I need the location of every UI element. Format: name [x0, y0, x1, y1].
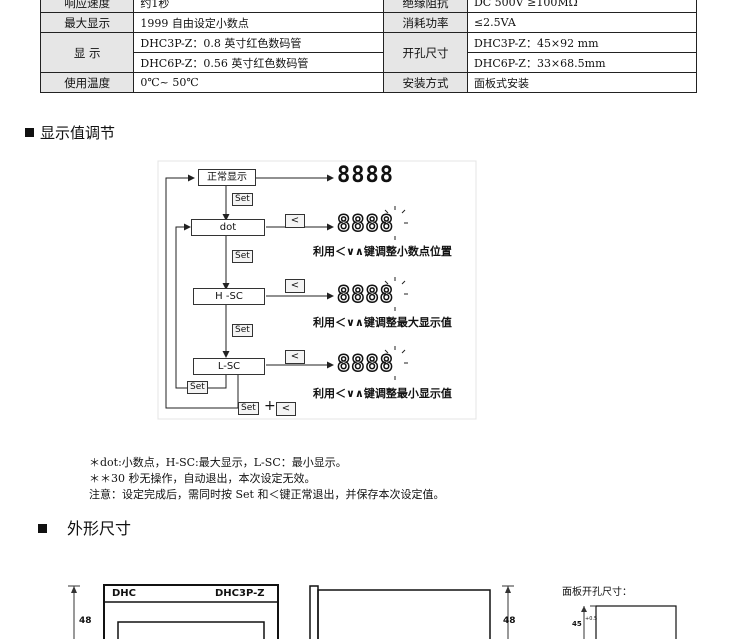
table-row: 显 示 DHC3P-Z：0.8 英寸红色数码管 开孔尺寸 DHC3P-Z：45×… — [39, 32, 698, 73]
set-key: Set — [238, 402, 259, 415]
spec-value: DHC3P-Z：45×92 mm — [466, 32, 698, 53]
seven-seg-display-blink: 8888 — [336, 282, 394, 309]
spec-value: ≤2.5VA — [466, 12, 698, 33]
set-key: Set — [232, 193, 253, 206]
spec-value: DC 500V ≥100MΩ — [466, 0, 698, 13]
spec-label: 绝缘阻抗 — [383, 0, 468, 13]
dot-box: dot — [191, 219, 265, 236]
table-row: DHC6P-Z：0.56 英寸红色数码管 DHC6P-Z：33×68.5mm — [41, 52, 698, 73]
normal-display-box: 正常显示 — [198, 169, 256, 186]
dimension-drawings — [68, 584, 677, 639]
square-bullet-icon — [25, 128, 34, 137]
panel-cut-label: 面板开孔尺寸： — [562, 587, 632, 598]
spec-value: DHC3P-Z：0.8 英寸红色数码管 — [133, 32, 385, 53]
square-bullet-icon — [38, 524, 47, 533]
spec-value: 1999 自由设定小数点 — [133, 12, 385, 33]
section-title-text: 显示值调节 — [40, 124, 116, 142]
spec-value: 约1秒 — [133, 0, 385, 13]
brand-label: DHC — [112, 588, 137, 599]
set-key: Set — [232, 250, 253, 263]
table-row: 使用温度 0℃~ 50℃ 安装方式 面板式安装 — [39, 72, 698, 93]
left-key: < — [285, 350, 305, 364]
seven-seg-display: 8888 — [337, 163, 394, 188]
spec-value: 面板式安装 — [466, 72, 698, 93]
section-title-text: 外形尺寸 — [67, 519, 132, 538]
spec-label: 使用温度 — [39, 72, 135, 93]
set-key: Set — [232, 324, 253, 337]
blink-rays-icon — [382, 346, 408, 380]
spec-value: DHC6P-Z：33×68.5mm — [466, 52, 698, 73]
spec-label: 安装方式 — [383, 72, 468, 93]
table-row: 最大显示 1999 自由设定小数点 消耗功率 ≤2.5VA — [39, 12, 698, 33]
section-title-dimensions: 外形尺寸 — [38, 515, 131, 539]
spec-table: 响应速度 约1秒 绝缘阻抗 DC 500V ≥100MΩ 最大显示 1999 自… — [39, 0, 698, 93]
spec-label: 显 示 — [39, 32, 135, 73]
note-line: ＊＊30 秒无操作，自动退出，本次设定无效。 — [89, 472, 316, 485]
height-dim-left: 48 — [79, 616, 92, 626]
spec-label: 响应速度 — [39, 0, 135, 13]
hsc-box: H -SC — [193, 288, 265, 305]
note-line: ＊dot:小数点，H-SC:最大显示，L-SC：最小显示。 — [89, 456, 347, 469]
table-row: 响应速度 约1秒 绝缘阻抗 DC 500V ≥100MΩ — [39, 0, 698, 13]
cut-height-dim: 45 — [572, 620, 582, 628]
note-line: 注意：设定完成后，需同时按 Set 和＜键正常退出，并保存本次设定值。 — [89, 488, 445, 501]
height-dim-mid: 48 — [503, 616, 516, 626]
spec-label: 开孔尺寸 — [383, 32, 468, 73]
spec-value: 0℃~ 50℃ — [133, 72, 385, 93]
hint-lsc: 利用＜∨∧键调整最小显示值 — [313, 387, 452, 400]
left-key: < — [276, 402, 296, 416]
set-key: Set — [187, 381, 208, 394]
left-key: < — [285, 214, 305, 228]
model-label: DHC3P-Z — [215, 588, 265, 599]
hint-dot: 利用＜∨∧键调整小数点位置 — [313, 245, 452, 258]
cut-tolerance: +0.5 — [585, 616, 598, 622]
blink-rays-icon — [382, 206, 408, 240]
left-key: < — [285, 279, 305, 293]
hint-hsc: 利用＜∨∧键调整最大显示值 — [313, 316, 452, 329]
spec-label: 消耗功率 — [383, 12, 468, 33]
section-title-display: 显示值调节 — [25, 122, 115, 143]
blink-rays-icon — [382, 277, 408, 311]
plus-sign: + — [264, 398, 276, 414]
seven-seg-display-blink: 8888 — [336, 351, 394, 378]
spec-value: DHC6P-Z：0.56 英寸红色数码管 — [133, 52, 385, 73]
spec-label: 最大显示 — [39, 12, 135, 33]
lsc-box: L-SC — [193, 358, 265, 375]
seven-seg-display-blink: 8888 — [336, 211, 394, 238]
